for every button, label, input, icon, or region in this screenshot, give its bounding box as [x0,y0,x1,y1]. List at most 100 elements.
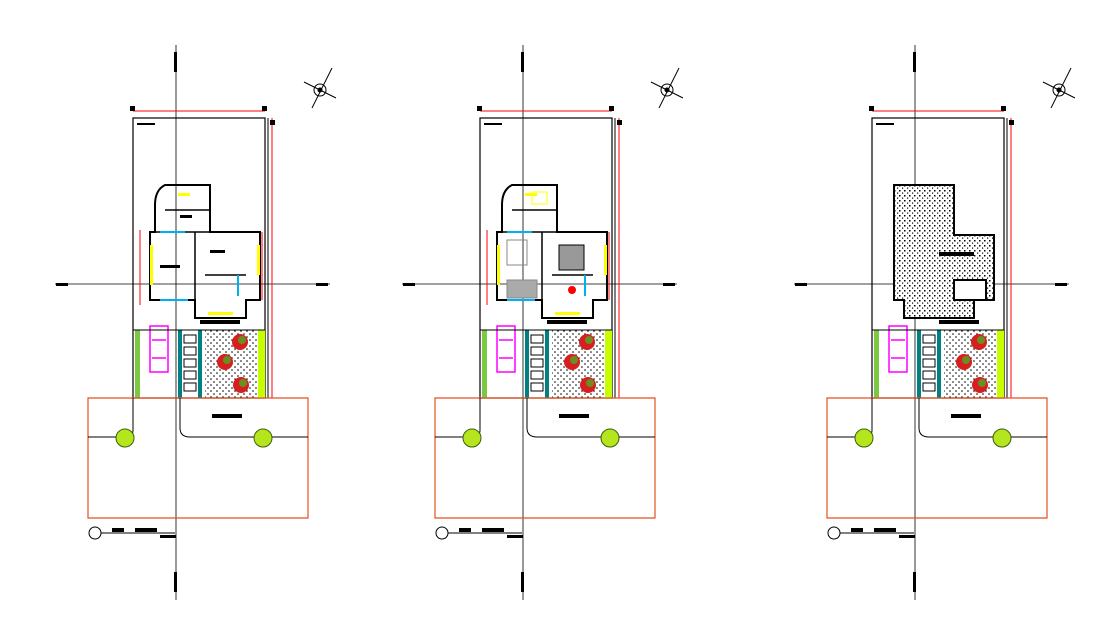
paver [530,334,544,344]
section-marker-icon [663,283,675,286]
window [257,245,260,275]
house-outline [149,184,261,319]
paver [183,382,197,392]
paver [183,346,197,356]
dimension-tick [1009,120,1014,125]
section-marker-icon [521,52,524,72]
hedge-right [258,330,265,398]
section-marker-icon [316,283,328,286]
north-arrow-icon [650,67,684,109]
sheet-number-icon [88,526,102,540]
paver [183,358,197,368]
hedge-left [135,330,140,398]
house-label [939,320,979,324]
window [208,312,233,315]
scale-text [160,535,176,538]
shrub-leaf [586,379,594,387]
car-icon [149,325,169,373]
tree-icon [253,428,273,448]
north-arrow-center [1056,87,1062,93]
section-marker-icon [174,52,177,72]
north-arrow-line [658,67,680,109]
paver [530,346,544,356]
hedge-left [482,330,487,398]
section-marker-icon [56,283,68,286]
window [178,193,190,196]
shrub-leaf [585,336,593,344]
road-label [212,414,242,418]
road-boundary [87,397,309,519]
plot-label [876,123,894,125]
paver [183,370,197,380]
dimension-tick [262,106,267,111]
paver [922,370,936,380]
paver [922,382,936,392]
north-arrow-line [311,67,333,109]
sofa [506,279,538,299]
fixture [568,286,576,294]
bed [558,244,585,271]
plan-sheet-1 [55,45,337,600]
shrub-leaf [223,356,231,364]
tree-icon [600,428,620,448]
paver [922,358,936,368]
paver [530,382,544,392]
window [150,245,153,285]
shrub-leaf [978,379,986,387]
house-label [547,320,587,324]
section-marker-icon [913,52,916,72]
window [525,193,537,196]
paver [530,358,544,368]
roof-skylight [953,279,987,301]
hedge-left [874,330,879,398]
section-marker-icon [174,572,177,592]
paver [530,370,544,380]
title-text [482,528,504,532]
shrub-leaf [962,356,970,364]
road-label [559,414,589,418]
plot-label [484,123,502,125]
north-arrow-icon [1042,67,1076,109]
north-arrow-center [664,87,670,93]
title-text [459,528,471,532]
paver [922,346,936,356]
title-text [112,528,124,532]
hedge-right [997,330,1004,398]
dimension-tick [617,120,622,125]
hedge-right [605,330,612,398]
north-arrow-circle [660,83,674,97]
tree-icon [115,428,135,448]
roof-label [939,252,974,256]
room-label [160,265,180,268]
title-text [135,528,157,532]
section-marker-icon [795,283,807,286]
tree-icon [462,428,482,448]
shrub-leaf [570,356,578,364]
window [497,245,500,285]
shrub-leaf [238,336,246,344]
plan-sheet-3 [794,45,1076,600]
north-arrow-line [1050,67,1072,109]
plot-label [137,123,155,125]
scale-text [507,535,523,538]
dining-table [506,239,528,266]
section-marker-icon [1055,283,1067,286]
dimension-tick [130,106,135,111]
north-arrow-icon [303,67,337,109]
plan-sheet-2 [402,45,684,600]
scale-text [899,535,915,538]
shrub-leaf [977,336,985,344]
north-arrow-center [317,87,323,93]
paver [183,334,197,344]
room-label [210,250,225,253]
north-arrow-circle [1052,83,1066,97]
car-icon [496,325,516,373]
road-boundary [434,397,656,519]
road-label [951,414,981,418]
window [604,245,607,275]
tree-icon [992,428,1012,448]
house-label [200,320,240,324]
road-boundary [826,397,1048,519]
section-marker-icon [913,572,916,592]
